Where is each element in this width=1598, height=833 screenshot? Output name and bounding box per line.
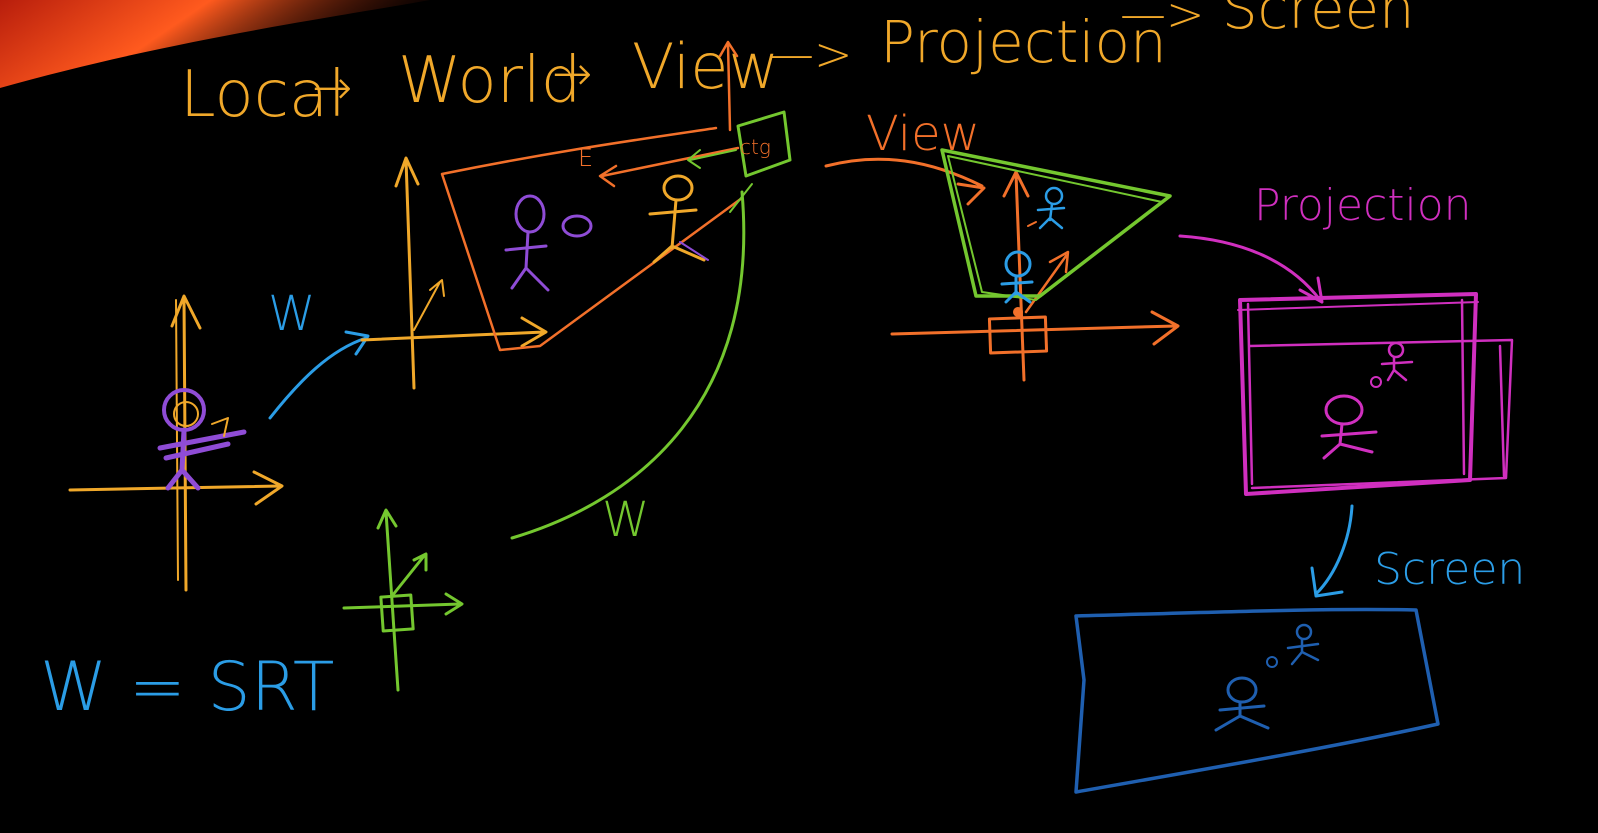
projection-space-label: Projection [1254,180,1472,231]
svg-text:ctg: ctg [740,135,771,159]
view-frustum-icon [940,148,1172,301]
pipeline-world: World [398,44,581,118]
projection-objects [1320,341,1414,460]
pipeline-projection: Projection [880,8,1167,76]
projection-arrow: Projection [1178,180,1472,304]
view-camera-icon [987,307,1049,355]
world-matrix-formula: W = SRT [40,648,334,727]
screen-objects [1214,623,1320,732]
view-arrow: View [824,106,986,206]
screen-space-label: Screen [1374,544,1525,595]
view-objects [1000,186,1066,304]
projection-box-icon [1237,292,1514,496]
pipeline-arrow-1: → [312,60,352,116]
pipeline-arrow-2: → [552,46,592,102]
svg-text:E: E [578,144,593,172]
view-transform-curve: W [510,190,746,548]
world-objects [504,174,709,292]
camera-local-axes [342,508,464,692]
world-camera-icon: ctg E [578,110,792,213]
banner-swoosh [0,0,430,88]
view-transform-label: W [602,492,649,548]
screen-arrow: Screen [1310,504,1525,598]
pipeline-arrow-3: —> [768,27,853,81]
local-object-stick-figure-icon [157,388,247,491]
pipeline-local: Local [180,58,346,132]
model-transform-label: W [268,286,315,342]
world-frustum-outline [440,126,744,352]
model-transform-arrow: W [268,286,370,420]
screen-rect-icon [1074,607,1440,794]
pipeline-arrow-4: —> [1120,0,1205,41]
view-space-axes [890,170,1180,382]
pipeline-view: View [632,30,779,103]
world-space-axes [360,156,548,390]
pipeline-title: Local → World → View —> Projection —> Sc… [180,0,1415,132]
pipeline-screen: Screen [1222,0,1415,42]
